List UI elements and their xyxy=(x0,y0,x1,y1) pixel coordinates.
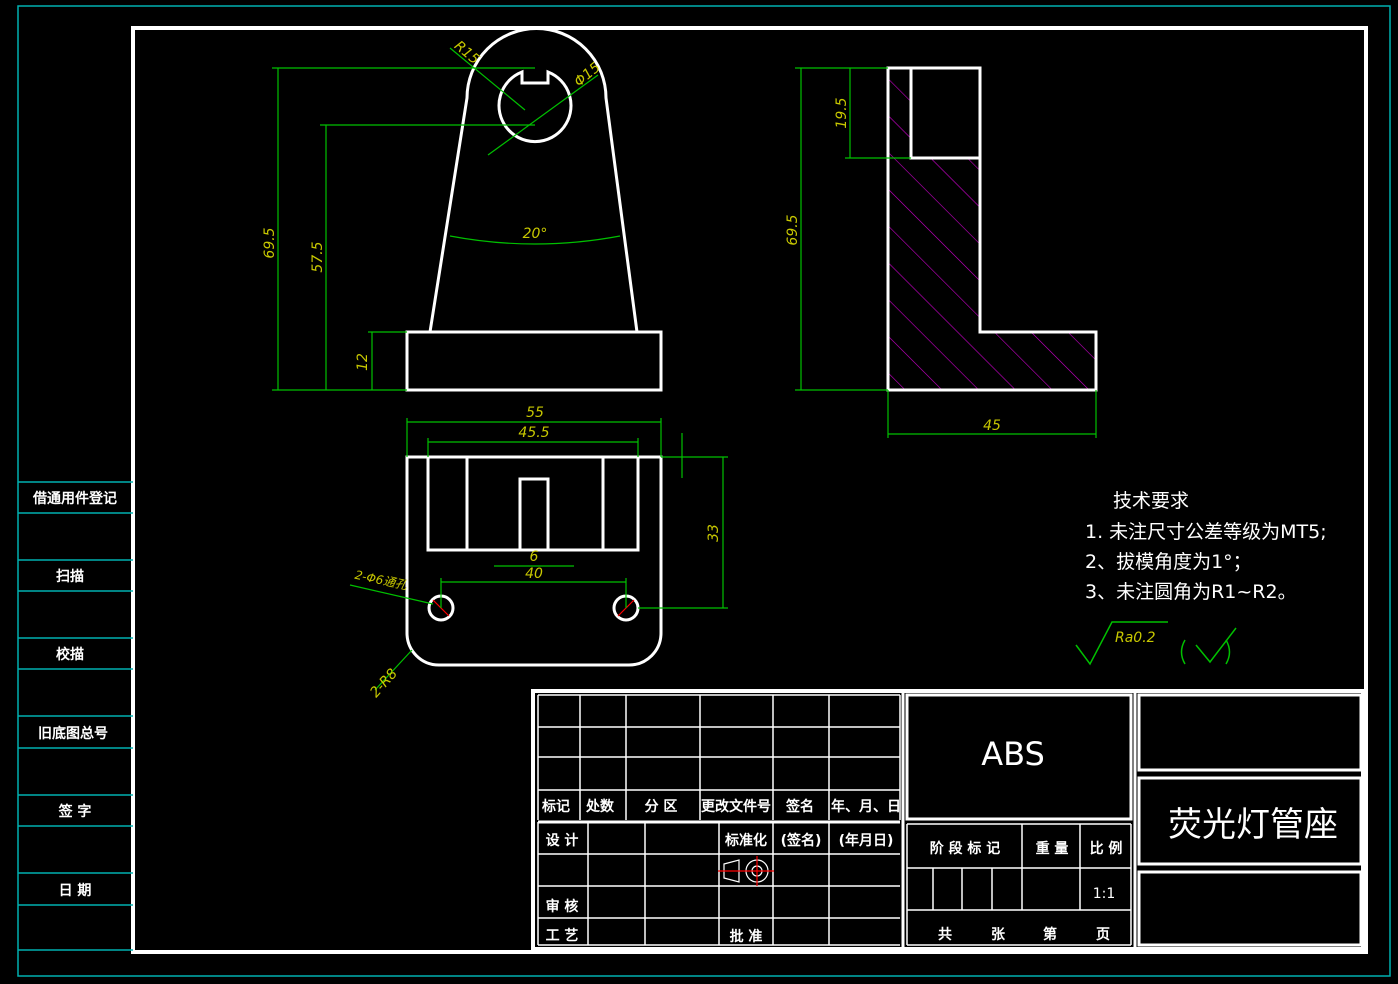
scale-value: 1:1 xyxy=(1093,886,1116,902)
dim-19-5: 19.5 xyxy=(834,97,850,128)
dim-20-degrees: 20° xyxy=(523,226,548,242)
label-sheets: 张 xyxy=(991,927,1006,943)
projection-symbol-icon xyxy=(718,856,774,886)
front-view-dimensions xyxy=(272,47,621,391)
drawing-title: 荧光灯管座 xyxy=(1168,805,1338,845)
top-view xyxy=(405,455,663,667)
rev-header-mark: 标记 xyxy=(541,798,570,815)
label-standardize: 标准化 xyxy=(724,832,767,849)
tech-heading: 技术要求 xyxy=(1113,490,1189,512)
strip-label-2: 扫描 xyxy=(56,568,84,585)
dim-12: 12 xyxy=(355,353,371,371)
tech-item-1: 1. 未注尺寸公差等级为MT5; xyxy=(1085,521,1327,543)
label-page: 页 xyxy=(1096,927,1110,943)
strip-label-1: 借通用件登记 xyxy=(32,490,117,507)
strip-label-6: 日 期 xyxy=(59,883,92,899)
side-view xyxy=(886,66,1098,392)
rev-header-zone: 分 区 xyxy=(645,799,678,815)
hole-centers xyxy=(432,599,635,617)
top-view-dimensions xyxy=(349,418,728,691)
rev-header-count: 处数 xyxy=(585,798,615,815)
dim-r8: 2-R8 xyxy=(367,666,401,701)
label-process: 工 艺 xyxy=(546,927,579,944)
title-block xyxy=(531,689,1365,951)
roughness-value: Ra0.2 xyxy=(1115,630,1156,646)
inner-border xyxy=(131,26,1368,954)
slot-hole xyxy=(497,69,573,144)
label-stage-mark: 阶 段 标 记 xyxy=(930,840,1001,857)
label-weight: 重 量 xyxy=(1036,840,1069,857)
dim-55: 55 xyxy=(526,405,544,421)
label-ratio: 比 例 xyxy=(1090,840,1123,857)
dim-57-5: 57.5 xyxy=(310,241,326,272)
label-approve: 批 准 xyxy=(730,928,763,945)
rev-header-sign: 签名 xyxy=(785,798,814,815)
tech-item-2: 2、拔模角度为1°； xyxy=(1085,551,1252,573)
label-sign: (签名) xyxy=(781,832,822,849)
label-total: 共 xyxy=(938,926,952,943)
rev-header-doc: 更改文件号 xyxy=(701,798,771,815)
dim-33: 33 xyxy=(706,524,722,542)
label-date: (年月日) xyxy=(839,832,894,849)
outer-frame xyxy=(17,5,1391,977)
front-view xyxy=(405,27,663,392)
strip-label-4: 旧底图总号 xyxy=(38,725,108,742)
tech-requirements: 技术要求 1. 未注尺寸公差等级为MT5; 2、拔模角度为1°； 3、未注圆角为… xyxy=(1085,490,1327,603)
dim-45-5: 45.5 xyxy=(518,425,549,441)
rev-header-date: 年、月、日 xyxy=(831,798,901,815)
label-no: 第 xyxy=(1043,926,1057,943)
tech-item-3: 3、未注圆角为R1~R2。 xyxy=(1085,581,1297,603)
roughness-symbol xyxy=(1075,621,1237,666)
dim-69-5-front: 69.5 xyxy=(262,227,278,258)
material-name: ABS xyxy=(981,735,1045,773)
dim-40: 40 xyxy=(525,566,543,582)
side-view-dimensions xyxy=(795,67,1097,438)
dim-45: 45 xyxy=(983,418,1001,434)
strip-label-5: 签 字 xyxy=(58,803,92,820)
dim-69-5-side: 69.5 xyxy=(785,214,801,245)
dim-holes: 2-Φ6通孔 xyxy=(353,568,409,593)
strip-label-3: 校描 xyxy=(56,646,84,663)
dim-6: 6 xyxy=(530,549,539,565)
label-design: 设 计 xyxy=(546,832,579,849)
label-review: 审 核 xyxy=(546,898,579,915)
side-strip xyxy=(18,481,133,951)
